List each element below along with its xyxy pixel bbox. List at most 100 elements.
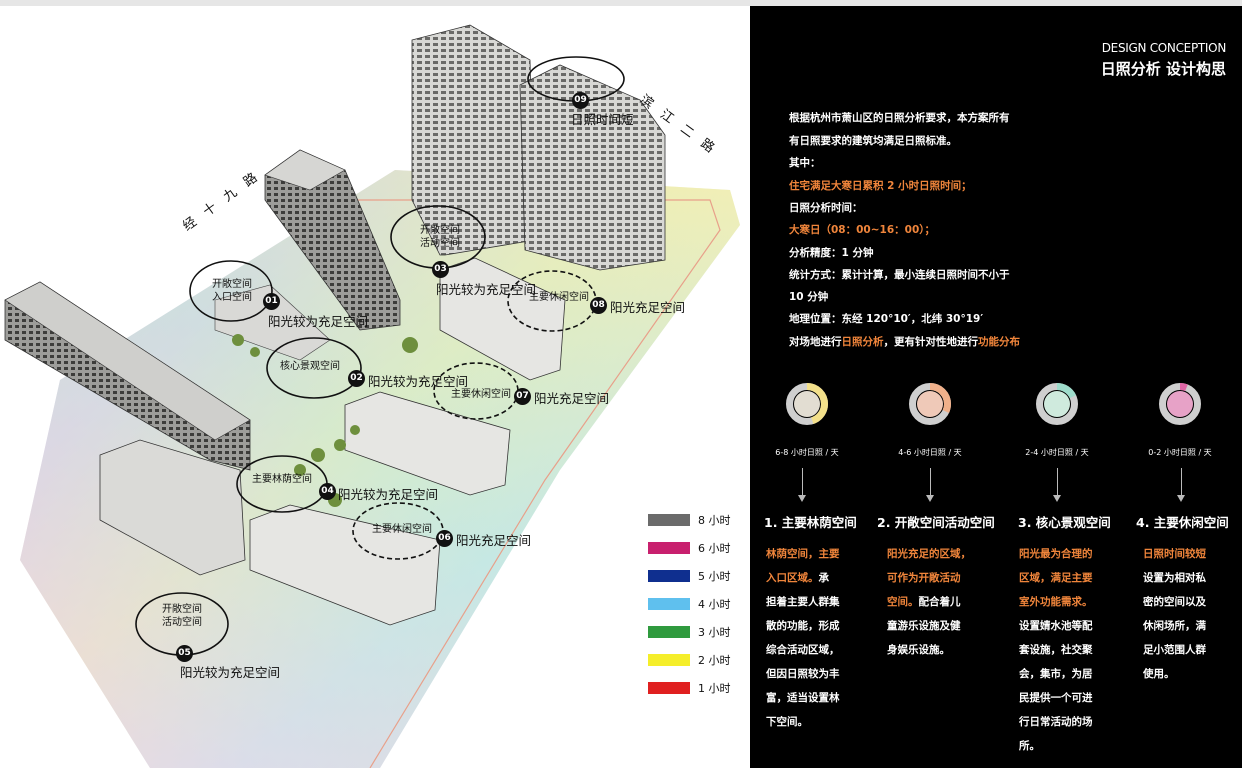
category-4-line-2: 设置为相对私	[1143, 572, 1206, 584]
zone-03-desc: 阳光较为充足空间	[436, 282, 537, 297]
sun-ring-1-center	[794, 391, 820, 417]
info-line-9: 10 分钟	[789, 291, 829, 303]
info-line-11-b: 日照分析	[841, 336, 884, 348]
category-3-line-7: 民提供一个可进	[1019, 692, 1093, 704]
sun-ring-4-label: 0-2 小时日照 / 天	[1148, 448, 1212, 457]
category-3-line-9: 所。	[1019, 740, 1040, 752]
category-3-line-8: 行日常活动的场	[1019, 716, 1093, 728]
zone-07-number: 07	[514, 388, 531, 405]
zone-04-desc: 阳光较为充足空间	[338, 487, 439, 502]
info-line-7: 分析精度：1 分钟	[789, 247, 874, 259]
category-3-line-1: 阳光最为合理的	[1019, 548, 1093, 560]
arrow-1-shaft	[802, 468, 803, 496]
info-line-2: 有日照要求的建筑均满足日照标准。	[789, 135, 957, 147]
category-3-title: 3. 核心景观空间	[1018, 515, 1111, 530]
info-line-5: 日照分析时间：	[789, 202, 863, 214]
zone-07-title-line1: 主要休闲空间	[451, 389, 511, 400]
zone-01-number: 01	[263, 293, 280, 310]
legend-swatch-4h	[648, 598, 690, 610]
category-4-title: 4. 主要休闲空间	[1136, 515, 1229, 530]
legend-swatch-8h	[648, 514, 690, 526]
category-4-line-5: 足小范围人群	[1143, 644, 1206, 656]
sun-ring-1-label: 6-8 小时日照 / 天	[775, 448, 839, 457]
category-1-line-2: 入口区域。	[766, 572, 819, 584]
zone-06-number: 06	[436, 530, 453, 547]
zone-02-number: 02	[348, 370, 365, 387]
zone-08-title-line1: 主要休闲空间	[529, 292, 589, 303]
zone-05-title: 开敞空间 活动空间	[152, 603, 212, 629]
building-block-clubhouse	[99, 439, 246, 576]
zone-06-title-line1: 主要休闲空间	[372, 524, 432, 535]
info-line-11: 对场地进行日照分析，更有针对性地进行功能分布	[789, 334, 1020, 349]
info-line-11-a: 对场地进行	[789, 336, 842, 348]
building-block-08	[439, 257, 566, 381]
zone-04-number: 04	[319, 483, 336, 500]
category-2-line-2: 可作为开敞活动	[887, 572, 961, 584]
sun-ring-2	[909, 383, 951, 425]
design-conception-panel: DESIGN CONCEPTION 日照分析 设计构思 根据杭州市萧山区的日照分…	[750, 6, 1242, 768]
zone-03-title: 开敞空间 活动空间	[410, 224, 470, 250]
zone-04-title-line1: 主要林荫空间	[252, 474, 312, 485]
zone-01-title-line1: 开敞空间	[212, 279, 252, 290]
category-1-line-2-rest: 承	[818, 572, 830, 584]
category-2-line-1: 阳光充足的区域，	[887, 548, 971, 560]
zone-02-title-line1: 核心景观空间	[280, 361, 340, 372]
zone-01-title-line2: 入口空间	[212, 292, 252, 303]
arrow-4-shaft	[1181, 468, 1182, 496]
category-2-line-3: 空间。	[887, 596, 919, 608]
category-3-body: 阳光最为合理的 区域，满足主要 室外功能需求。 设置婧水池等配 套设施，社交聚 …	[1019, 542, 1101, 758]
category-2-line-3-rest: 配合着儿	[918, 596, 961, 608]
sun-ring-2-arc	[909, 383, 951, 425]
zone-05-title-line1: 开敞空间	[162, 604, 202, 615]
zone-05-title-line2: 活动空间	[162, 617, 202, 628]
zone-02-desc: 阳光较为充足空间	[368, 374, 469, 389]
category-2-title: 2. 开敞空间活动空间	[877, 515, 995, 530]
zone-03-title-line1: 开敞空间	[420, 225, 460, 236]
zone-01-desc: 阳光较为充足空间	[268, 314, 369, 329]
sun-ring-3-center	[1044, 391, 1070, 417]
category-4-line-3: 密的空间以及	[1143, 596, 1206, 608]
legend-swatch-5h	[648, 570, 690, 582]
zone-03-number: 03	[432, 261, 449, 278]
building-west-roof	[4, 281, 251, 441]
category-4-line-6: 使用。	[1143, 668, 1175, 680]
legend-swatch-6h	[648, 542, 690, 554]
info-line-11-d: 功能分布	[978, 336, 1020, 348]
zone-07-title: 主要休闲空间	[441, 388, 521, 401]
site-aerial-illustration	[4, 24, 740, 768]
arrow-1-head	[798, 495, 806, 502]
category-2-body: 阳光充足的区域， 可作为开敞活动 空间。配合着儿 童游乐设施及健 身娱乐设施。	[887, 542, 977, 662]
top-strip	[0, 0, 1242, 6]
category-1-title: 1. 主要林荫空间	[764, 515, 857, 530]
sun-ring-1-arc	[786, 383, 828, 425]
legend-swatch-2h	[648, 654, 690, 666]
zone-01-title: 开敞空间 入口空间	[202, 278, 262, 304]
zone-02-outline	[266, 337, 362, 399]
info-line-3: 其中：	[789, 157, 821, 169]
zone-09-number: 09	[572, 92, 589, 109]
legend-label-3h: 3 小时	[698, 626, 731, 639]
zone-03-title-line2: 活动空间	[420, 238, 460, 249]
arrow-4-head	[1177, 495, 1185, 502]
legend-label-2h: 2 小时	[698, 654, 731, 667]
category-1-line-7: 富，适当设置林	[766, 692, 840, 704]
building-block-06	[249, 504, 441, 626]
building-block-07	[344, 391, 511, 496]
legend-swatch-1h	[648, 682, 690, 694]
sun-ring-2-label: 4-6 小时日照 / 天	[898, 448, 962, 457]
site-plan-panel: 经十九路 滨江二路 开敞空间 入口空间 01 阳光较为充足空间 核心景观空间 0…	[0, 6, 750, 768]
zone-08-number: 08	[590, 297, 607, 314]
info-line-6: 大寒日（08：00~16：00）；	[789, 224, 935, 236]
category-1-line-1: 林荫空间，主要	[766, 548, 840, 560]
category-4-body: 日照时间较短 设置为相对私 密的空间以及 休闲场所，满 足小范围人群 使用。	[1143, 542, 1219, 686]
building-tower-09-west	[411, 24, 536, 256]
tower-03-roof	[264, 149, 346, 191]
category-1-line-8: 下空间。	[766, 716, 808, 728]
zone-02-title: 核心景观空间	[270, 360, 350, 373]
legend-label-4h: 4 小时	[698, 598, 731, 611]
sun-ring-3	[1036, 383, 1078, 425]
category-3-line-4: 设置婧水池等配	[1019, 620, 1093, 632]
sun-ring-4	[1159, 383, 1201, 425]
zone-08-title: 主要休闲空间	[519, 291, 599, 304]
info-line-8: 统计方式：累计计算，最小连续日照时间不小于	[789, 269, 1010, 281]
